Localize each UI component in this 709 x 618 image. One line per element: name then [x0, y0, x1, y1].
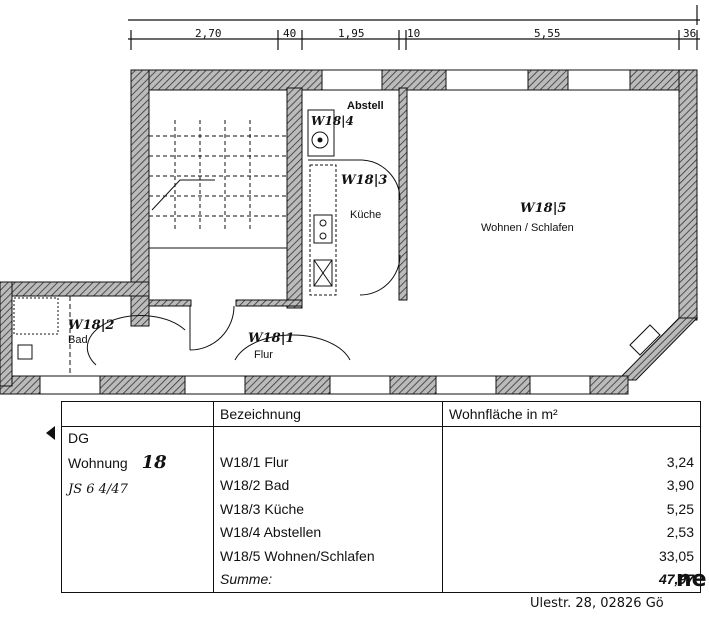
unit-label: Wohnung	[68, 454, 128, 471]
list-item: W18/5 Wohnen/Schlafen	[220, 547, 375, 564]
dim-label-4: 10	[407, 27, 420, 40]
table-header-row: Bezeichnung Wohnfläche in m²	[61, 401, 701, 427]
area-value: 3,24	[666, 453, 694, 470]
header-name: Bezeichnung	[213, 401, 443, 427]
dim-label-6: 36	[683, 27, 696, 40]
area-value: 3,90	[666, 477, 694, 493]
dim-label-2: 40	[283, 27, 296, 40]
unit-line: Wohnung 18	[68, 451, 207, 475]
list-item: W18/1 Flur	[220, 453, 289, 470]
kitchen-fixtures	[307, 109, 401, 296]
pointer-icon	[46, 426, 55, 440]
wohnen-name: Wohnen / Schlafen	[481, 222, 574, 234]
handwritten-note: JS 6 4/47	[68, 482, 128, 497]
area-value: 33,05	[658, 547, 694, 564]
floor-label: DG	[68, 430, 89, 446]
list-item: W18/3 Küche	[220, 500, 305, 517]
sum-label: Summe:	[220, 571, 273, 587]
bad-code: W18|2	[68, 318, 114, 333]
header-empty	[61, 401, 214, 427]
unit-number: 18	[141, 451, 167, 473]
floor-plan: 2,70 40 1,95 10 5,55 36 W18|4 Abstell W1…	[0, 5, 700, 395]
kueche-code: W18|3	[341, 173, 387, 188]
abstell-name: Abstell	[347, 100, 384, 112]
abstell-code: W18|4	[311, 114, 354, 128]
sum-value: 47,97	[658, 571, 694, 587]
area-value: 5,25	[666, 500, 694, 517]
list-item: W18/2 Bad	[220, 477, 290, 493]
windows	[39, 69, 661, 395]
flur-name: Flur	[254, 349, 273, 361]
area-table: Bezeichnung Wohnfläche in m² DG Wohnung …	[61, 401, 701, 593]
bad-name: Bad	[68, 334, 88, 346]
table-body-row: DG Wohnung 18 JS 6 4/47 W18/1 Flur W18/2…	[61, 426, 701, 593]
address: Ulestr. 28, 02826 Gö	[530, 596, 664, 611]
areas-cell: 3,24 3,90 5,25 2,53 33,05 47,97	[442, 426, 701, 593]
header-area: Wohnfläche in m²	[442, 401, 701, 427]
dim-label-5: 5,55	[534, 27, 561, 40]
dimension-line	[128, 5, 700, 50]
list-item: W18/4 Abstellen	[220, 524, 322, 540]
company-name-fragment: ne	[676, 567, 707, 592]
dim-label-1: 2,70	[195, 27, 222, 40]
bathroom-fixtures	[13, 296, 71, 376]
unit-info-cell: DG Wohnung 18 JS 6 4/47	[61, 426, 214, 593]
flur-code: W18|1	[248, 331, 294, 346]
names-cell: W18/1 Flur W18/2 Bad W18/3 Küche W18/4 A…	[213, 426, 443, 593]
dim-label-3: 1,95	[338, 27, 365, 40]
staircase	[149, 120, 287, 249]
doors	[86, 305, 351, 366]
wohnen-code: W18|5	[520, 201, 566, 216]
kueche-name: Küche	[350, 209, 381, 221]
area-value: 2,53	[666, 524, 694, 540]
